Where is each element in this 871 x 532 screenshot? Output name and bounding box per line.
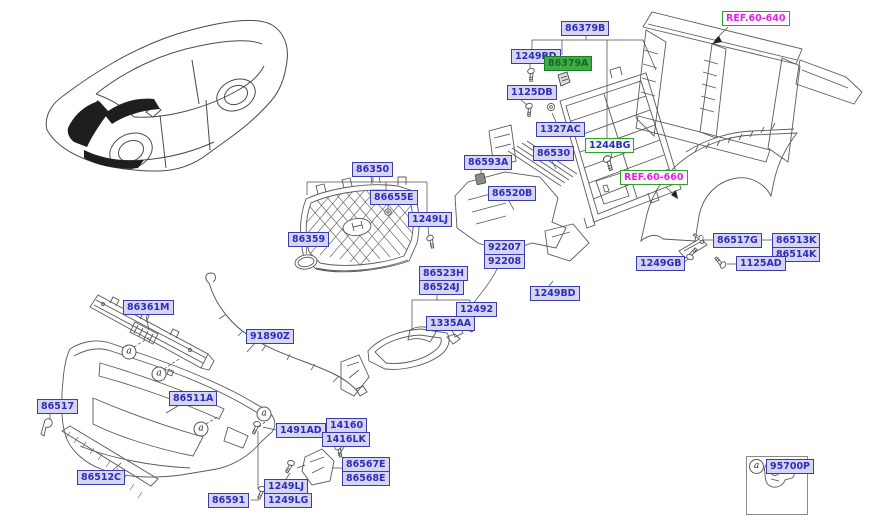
part-label-1491ad[interactable]: 1491AD (276, 423, 326, 438)
legend-box: a 95700P (746, 456, 815, 515)
part-label-86517[interactable]: 86517 (37, 399, 79, 414)
lower-lip-drawing (61, 425, 159, 499)
part-label-86379b[interactable]: 86379B (561, 21, 610, 36)
part-label-86591[interactable]: 86591 (208, 493, 250, 508)
part-label-86513k[interactable]: 86513K (772, 233, 821, 248)
part-label-92207[interactable]: 92207 (484, 240, 526, 255)
part-label-86520b[interactable]: 86520B (488, 186, 537, 201)
part-label-1249gb[interactable]: 1249GB (636, 256, 686, 271)
callout-a-marker: a (256, 406, 272, 422)
upper-cover-drawing (89, 294, 215, 371)
emblem-drawing (294, 254, 318, 270)
part-label-ref-60-640[interactable]: REF.60-640 (722, 11, 790, 26)
part-label-86361m[interactable]: 86361M (123, 300, 174, 315)
part-label-86512c[interactable]: 86512C (77, 470, 126, 485)
grille-pin-drawing (384, 208, 392, 216)
part-label-86379a[interactable]: 86379A (544, 56, 593, 71)
part-label-1249lg[interactable]: 1249LG (264, 493, 313, 508)
air-duct-drawing (340, 354, 370, 397)
callout-a-marker: a (193, 421, 209, 437)
part-label-12492[interactable]: 12492 (456, 302, 498, 317)
grille-drawing (294, 174, 420, 273)
flap-clip-drawing (557, 71, 571, 87)
part-label-ref-60-660[interactable]: REF.60-660 (620, 170, 688, 185)
callout-a-marker: a (121, 344, 137, 360)
part-label-86593a[interactable]: 86593A (464, 155, 513, 170)
callout-a-marker: a (749, 459, 764, 474)
part-label-1335aa[interactable]: 1335AA (426, 316, 476, 331)
absorber-drawing (454, 171, 590, 262)
part-label-95700p[interactable]: 95700P (766, 459, 815, 474)
part-label-1327ac[interactable]: 1327AC (536, 122, 585, 137)
part-label-86568e[interactable]: 86568E (342, 471, 390, 486)
vehicle-illustration (45, 20, 288, 172)
part-label-86567e[interactable]: 86567E (342, 457, 390, 472)
part-label-86511a[interactable]: 86511A (169, 391, 218, 406)
part-label-1125db[interactable]: 1125DB (507, 85, 557, 100)
fastener-drawings (40, 67, 728, 500)
part-label-86523h[interactable]: 86523H (419, 266, 469, 281)
fog-bracket-drawing (296, 448, 335, 486)
nut-drawing (546, 102, 556, 112)
part-label-91890z[interactable]: 91890Z (246, 329, 294, 344)
ref-arrowheads (671, 36, 722, 199)
part-label-1244bg[interactable]: 1244BG (585, 138, 635, 153)
bumper-clip-drawing (40, 418, 53, 437)
wiring-harness-drawing (205, 272, 368, 397)
callout-a-marker: a (151, 366, 167, 382)
part-label-86350[interactable]: 86350 (352, 162, 394, 177)
part-label-1249lj[interactable]: 1249LJ (408, 212, 453, 227)
grille-clip-drawing (474, 172, 487, 185)
radiator-support-drawing (635, 11, 863, 163)
part-label-86655e[interactable]: 86655E (370, 190, 418, 205)
part-label-86524j[interactable]: 86524J (419, 280, 464, 295)
part-label-92208[interactable]: 92208 (484, 254, 526, 269)
part-label-86530[interactable]: 86530 (533, 146, 575, 161)
part-label-86517g[interactable]: 86517G (713, 233, 762, 248)
part-label-1249lj[interactable]: 1249LJ (264, 479, 309, 494)
part-label-1249bd[interactable]: 1249BD (530, 286, 580, 301)
part-label-1125ad[interactable]: 1125AD (736, 256, 786, 271)
part-label-86359[interactable]: 86359 (288, 232, 330, 247)
drl-lamp-drawing (340, 326, 464, 397)
part-label-14160[interactable]: 14160 (326, 418, 368, 433)
legend-header: a 95700P (747, 457, 815, 474)
bumper-cover-drawing (61, 340, 276, 478)
part-label-1416lk[interactable]: 1416LK (322, 432, 370, 447)
